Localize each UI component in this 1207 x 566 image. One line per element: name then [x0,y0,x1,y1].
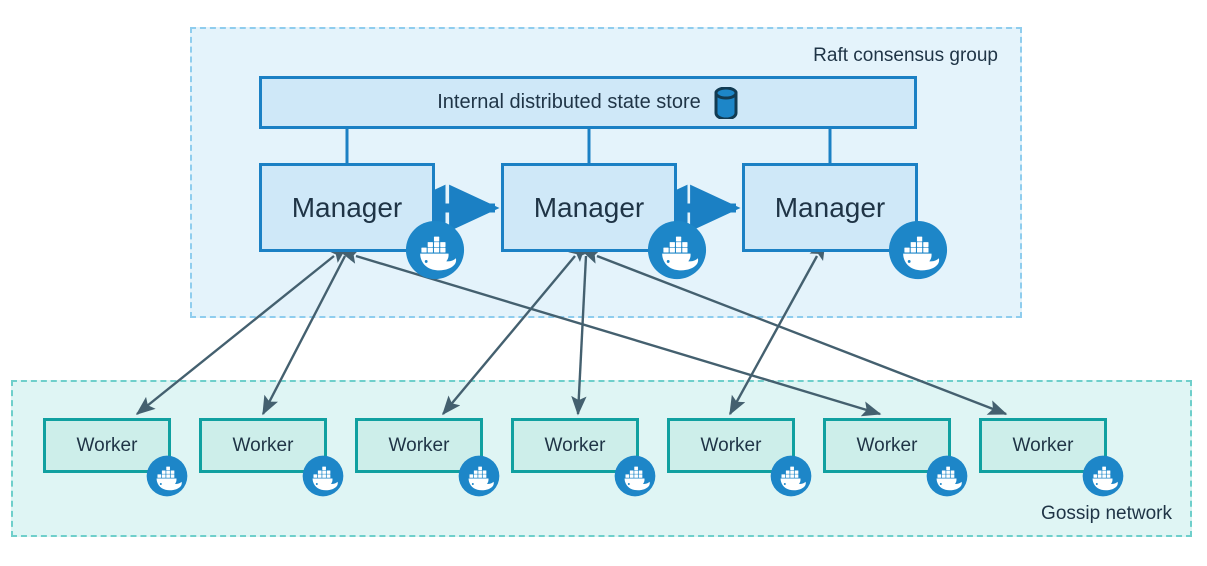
worker-docker-badge-5 [770,455,812,497]
manager-docker-badge-2 [647,220,707,280]
docker-whale-icon [647,220,707,280]
worker-node-5: Worker [667,418,795,473]
database-cylinder-icon [714,86,738,119]
worker-node-3: Worker [355,418,483,473]
worker-docker-badge-2 [302,455,344,497]
worker-node-1: Worker [43,418,171,473]
docker-whale-icon [614,455,656,497]
manager-docker-badge-1 [405,220,465,280]
manager-label: Manager [291,191,403,223]
worker-node-2: Worker [199,418,327,473]
worker-docker-badge-1 [146,455,188,497]
worker-label: Worker [856,434,918,456]
manager-docker-badge-3 [888,220,948,280]
manager-node-3: Manager [742,163,918,252]
worker-label: Worker [700,434,762,456]
gossip-network-label: Gossip network [1041,503,1172,524]
worker-label: Worker [232,434,294,456]
manager-label: Manager [533,191,645,223]
docker-whale-icon [146,455,188,497]
worker-docker-badge-3 [458,455,500,497]
manager-label: Manager [774,191,886,223]
state-store-label: Internal distributed state store [437,91,701,113]
docker-whale-icon [770,455,812,497]
manager-node-2: Manager [501,163,677,252]
docker-whale-icon [458,455,500,497]
worker-docker-badge-6 [926,455,968,497]
worker-docker-badge-7 [1082,455,1124,497]
worker-node-6: Worker [823,418,951,473]
docker-whale-icon [888,220,948,280]
worker-docker-badge-4 [614,455,656,497]
worker-node-7: Worker [979,418,1107,473]
worker-label: Worker [544,434,606,456]
raft-consensus-group-label: Raft consensus group [813,45,998,66]
docker-whale-icon [1082,455,1124,497]
docker-whale-icon [302,455,344,497]
manager-node-1: Manager [259,163,435,252]
worker-label: Worker [388,434,450,456]
docker-whale-icon [926,455,968,497]
internal-state-store-box: Internal distributed state store [259,76,917,129]
manager-worker-links [135,238,1008,417]
worker-node-4: Worker [511,418,639,473]
worker-label: Worker [76,434,138,456]
worker-label: Worker [1012,434,1074,456]
docker-whale-icon [405,220,465,280]
state-store-connectors [345,129,832,163]
